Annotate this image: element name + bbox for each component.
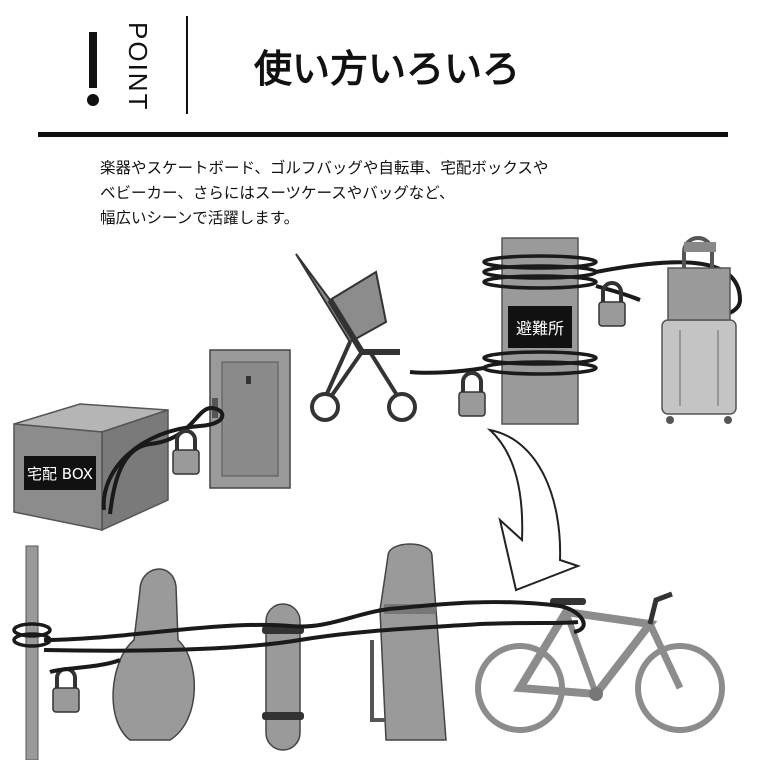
guitar-case (112, 568, 195, 741)
description-line: 楽器やスケートボード、ゴルフバッグや自転車、宅配ボックスや (100, 159, 549, 177)
delivery-box: 宅配 BOX (13, 403, 169, 532)
golf-bag (370, 543, 447, 741)
description-line: ベビーカー、さらにはスーツケースやバッグなど、 (100, 184, 455, 202)
description-line: 幅広いシーンで活躍します。 (100, 209, 300, 227)
header-divider (186, 16, 188, 114)
box-label: 宅配 BOX (27, 465, 93, 483)
stroller (295, 253, 417, 422)
header-rule (38, 132, 728, 137)
usage-illustration: 宅配 BOX 避難所 (12, 236, 743, 760)
shelter-label: 避難所 (516, 319, 564, 338)
page-title: 使い方いろいろ (254, 47, 521, 91)
door (209, 349, 291, 489)
header: POINT 使い方いろいろ (0, 0, 760, 140)
suitcase (661, 236, 737, 424)
arrow-icon (486, 428, 581, 592)
description: 楽器やスケートボード、ゴルフバッグや自転車、宅配ボックスや ベビーカー、さらには… (100, 156, 548, 231)
exclamation-icon (87, 32, 99, 106)
point-label: POINT (123, 22, 153, 112)
bicycle (475, 591, 725, 733)
pole (25, 545, 39, 760)
